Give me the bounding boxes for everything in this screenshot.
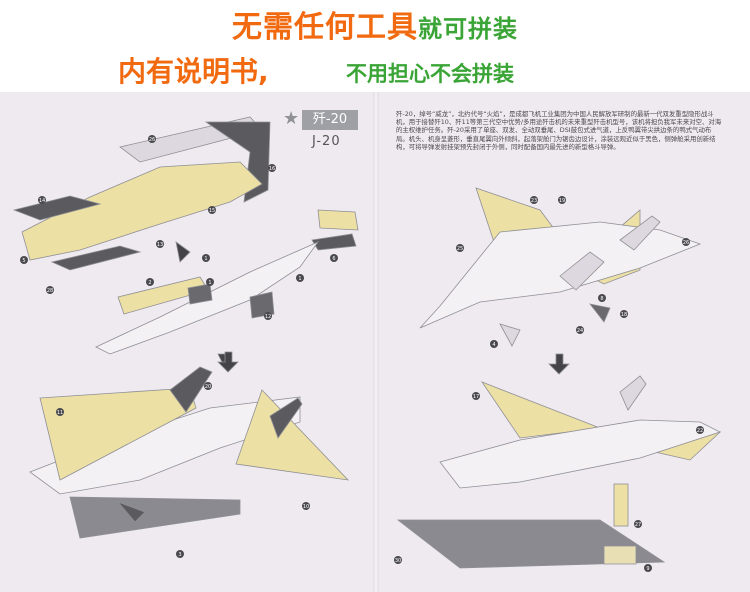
part-number: 12 bbox=[265, 314, 271, 320]
right-step-1 bbox=[396, 187, 722, 569]
part-number: 26 bbox=[683, 240, 689, 246]
part-number: 23 bbox=[531, 198, 537, 204]
part-number: 1 bbox=[208, 280, 211, 286]
part-number: 11 bbox=[57, 410, 63, 416]
part-number: 8 bbox=[600, 296, 603, 302]
part-number: 1 bbox=[204, 256, 207, 262]
part-number: 16 bbox=[269, 166, 275, 172]
part-number: 27 bbox=[635, 522, 641, 528]
banner-line-1: 无需任何工具就可拼装 bbox=[0, 2, 750, 46]
part-number: 14 bbox=[39, 198, 45, 204]
model-code: J-20 bbox=[312, 134, 341, 149]
part-labels-left: 26 16 14 15 13 5 2 1 1 28 12 6 1 11 20 3… bbox=[20, 135, 338, 558]
part-number: 19 bbox=[559, 198, 565, 204]
banner-line-2-orange: 内有说明书, bbox=[118, 55, 269, 88]
part-number: 1 bbox=[298, 276, 301, 282]
part-labels-right: 23 19 25 26 8 4 24 18 17 22 30 27 9 bbox=[394, 196, 704, 572]
part-number: 9 bbox=[646, 566, 649, 572]
part-number: 18 bbox=[621, 312, 627, 318]
part-number: 17 bbox=[473, 394, 479, 400]
part-number: 13 bbox=[157, 242, 163, 248]
promo-banner: 无需任何工具就可拼装 内有说明书, 不用担心不会拼装 bbox=[0, 0, 750, 92]
part-number: 28 bbox=[47, 288, 53, 294]
model-name-badge: 歼-20 bbox=[302, 110, 358, 130]
instruction-sheet: ★ 歼-20 J-20 歼-20，绰号“威龙”，北约代号“火焰”，是成都飞机工业… bbox=[0, 92, 750, 592]
banner-line-1-orange: 无需任何工具 bbox=[232, 10, 418, 45]
part-number: 15 bbox=[209, 208, 215, 214]
part-number: 6 bbox=[332, 256, 335, 262]
page-fold bbox=[373, 92, 379, 592]
part-number: 10 bbox=[303, 504, 309, 510]
part-number: 24 bbox=[577, 328, 583, 334]
part-number: 5 bbox=[22, 258, 25, 264]
part-number: 22 bbox=[697, 428, 703, 434]
part-number: 4 bbox=[492, 342, 495, 348]
part-number: 25 bbox=[457, 246, 463, 252]
part-number: 3 bbox=[178, 552, 181, 558]
left-step-1 bbox=[12, 116, 359, 539]
assembly-diagrams: 26 16 14 15 13 5 2 1 1 28 12 6 1 11 20 3… bbox=[12, 116, 722, 572]
part-number: 20 bbox=[205, 384, 211, 390]
banner-line-2-green: 不用担心不会拼装 bbox=[346, 62, 514, 86]
banner-line-1-green: 就可拼装 bbox=[418, 15, 518, 43]
part-number: 30 bbox=[395, 558, 401, 564]
model-description: 歼-20，绰号“威龙”，北约代号“火焰”，是成都飞机工业集团为中国人民解放军研制… bbox=[396, 110, 722, 151]
star-icon: ★ bbox=[283, 108, 300, 129]
part-number: 2 bbox=[148, 280, 151, 286]
part-number: 26 bbox=[149, 137, 155, 143]
